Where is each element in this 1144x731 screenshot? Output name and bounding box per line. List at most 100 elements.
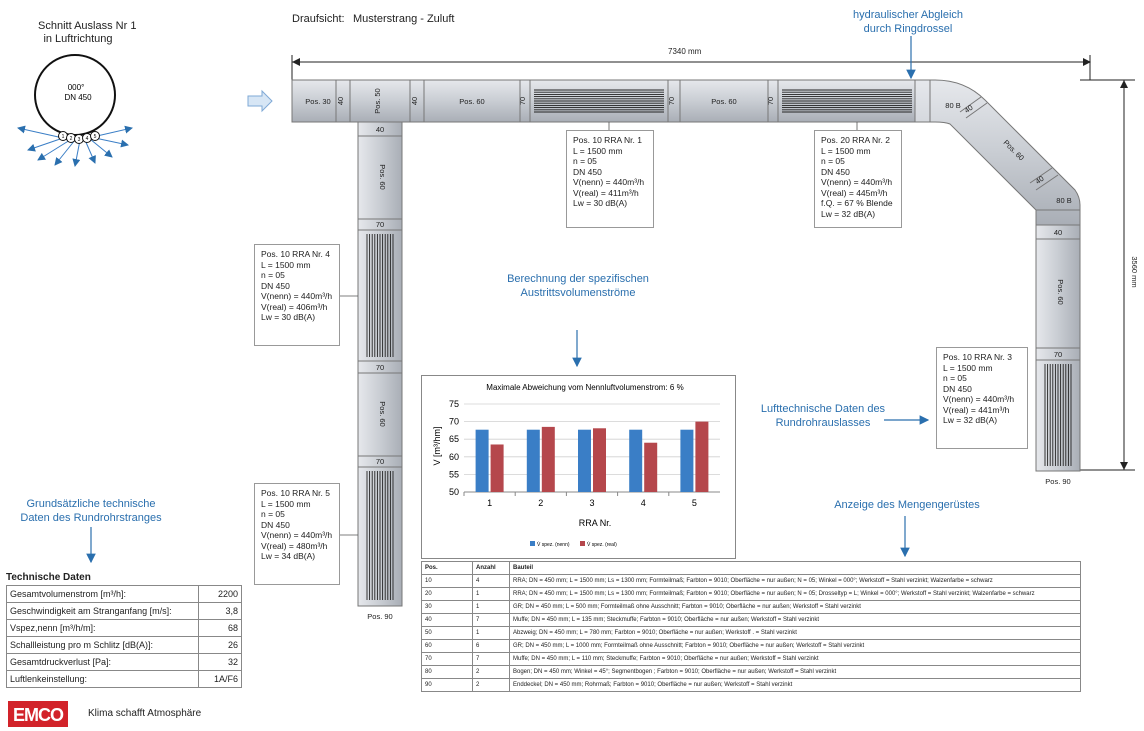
chart-ytick-label: 55	[449, 469, 459, 479]
technical-data-value: 32	[198, 653, 242, 671]
section-dn: DN 450	[64, 93, 92, 102]
technical-data-value: 26	[198, 636, 242, 654]
slot-bundle-rra5	[366, 471, 394, 600]
technical-data-label: Luftlenkeinstellung:	[6, 670, 199, 688]
info-line: V(real) = 480m³/h	[261, 540, 328, 551]
chart-title: Maximale Abweichung vom Nennluftvolumens…	[486, 383, 683, 392]
segment-label: 80 B	[945, 101, 960, 110]
parts-cell: 2	[472, 678, 510, 692]
segment-label: 70	[518, 97, 527, 105]
chart-bar	[593, 428, 606, 492]
chart-bar	[578, 429, 591, 492]
height-dimension-label: 3560 mm	[1130, 256, 1139, 287]
segment-label: 40	[376, 125, 384, 134]
info-line: L = 1500 mm	[943, 362, 993, 373]
hydraulic-note-line: durch Ringdrossel	[863, 23, 953, 35]
parts-cell: 50	[421, 626, 473, 640]
note-line: Rundrohrauslasses	[775, 417, 871, 429]
info-line: Pos. 10 RRA Nr. 3	[943, 352, 1012, 362]
segment-label: 40	[410, 97, 419, 105]
segment-label: Pos. 90	[1045, 477, 1070, 486]
info-line: V(nenn) = 440m³/h	[943, 394, 1015, 404]
parts-header: Pos.	[421, 561, 473, 575]
segment-label: 40	[1054, 228, 1062, 237]
parts-header: Bauteil	[509, 561, 1081, 575]
brand-slogan: Klima schafft Atmosphäre	[88, 708, 202, 719]
parts-cell: 1	[472, 587, 510, 601]
chart-xtick-label: 1	[487, 498, 492, 508]
mengen-note: Anzeige des Mengengerüstes	[834, 499, 980, 511]
parts-cell: Bogen; DN = 450 mm; Winkel = 45°; Segmen…	[509, 665, 1081, 679]
info-line: V(nenn) = 440m³/h	[261, 530, 333, 540]
parts-header: Anzahl	[472, 561, 510, 575]
strang-name: Musterstrang - Zuluft	[353, 13, 455, 25]
parts-cell: Enddeckel; DN = 450 mm; Rohrmaß; Farbton…	[509, 678, 1081, 692]
segment-label: 70	[1054, 350, 1062, 359]
chart-bar	[644, 442, 658, 492]
parts-cell: RRA; DN = 450 mm; L = 1500 mm; Ls = 1300…	[509, 587, 1081, 601]
info-line: DN 450	[573, 166, 602, 177]
segment-label: Pos. 30	[305, 97, 330, 106]
segment-label: 70	[376, 363, 384, 372]
technical-data-value: 3,8	[198, 602, 242, 620]
technical-data-row: Gesamtdruckverlust [Pa]:32	[6, 653, 242, 671]
legend-label: V̇ spez. (nenn)	[537, 541, 570, 548]
info-line: n = 05	[943, 373, 967, 383]
info-line: n = 05	[821, 156, 845, 166]
technical-data: Technische Daten Gesamtvolumenstrom [m³/…	[6, 572, 242, 688]
slot-bundle-rra3	[1044, 364, 1072, 466]
segment-label: Pos. 60	[459, 97, 484, 106]
legend-swatch	[530, 541, 535, 546]
segment-label: 70	[667, 97, 676, 105]
info-line: n = 05	[573, 156, 597, 166]
chart-xlabel: RRA Nr.	[579, 518, 612, 528]
segment-label: 70	[376, 220, 384, 229]
segment-label: 70	[376, 457, 384, 466]
deviation-chart-svg: Maximale Abweichung vom Nennluftvolumens…	[432, 383, 720, 548]
legend-swatch	[580, 541, 585, 546]
info-line: DN 450	[261, 519, 290, 530]
info-line: Pos. 10 RRA Nr. 1	[573, 135, 642, 145]
hydraulic-note-line: hydraulischer Abgleich	[852, 9, 964, 21]
info-line: V(real) = 411m³/h	[573, 187, 639, 198]
parts-cell: Muffe; DN = 450 mm; L = 135 mm; Steckmuf…	[509, 613, 1081, 627]
note-line: Lufttechnische Daten des	[760, 403, 886, 415]
parts-cell: 4	[472, 574, 510, 588]
info-line: V(nenn) = 440m³/h	[261, 291, 333, 301]
info-line: DN 450	[261, 280, 290, 291]
technical-data-row: Geschwindigkeit am Stranganfang [m/s]:3,…	[6, 602, 242, 620]
emco-logo: EMCO	[8, 701, 68, 727]
horizontal-duct: Pos. 30 40 Pos. 50 40 Pos. 60 70 70 Pos.…	[291, 79, 926, 123]
right-vertical-duct: 40 Pos. 60 70 Pos. 90	[1035, 224, 1081, 486]
svg-text:EMCO: EMCO	[13, 705, 64, 725]
chart-ytick-label: 65	[449, 434, 459, 444]
section-title-line: Schnitt Auslass Nr 1	[38, 20, 137, 32]
info-line: Lw = 32 dB(A)	[821, 208, 876, 219]
segment-label: Pos. 60	[1056, 279, 1065, 304]
parts-cell: 10	[421, 574, 473, 588]
slot-label: 4	[86, 136, 89, 142]
chart-bar	[490, 444, 504, 492]
chart-ytick-label: 75	[449, 399, 459, 409]
technical-data-label: Geschwindigkeit am Stranganfang [m/s]:	[6, 602, 199, 620]
info-line: V(nenn) = 440m³/h	[821, 177, 893, 187]
hydraulic-note: hydraulischer Abgleich durch Ringdrossel	[838, 8, 978, 36]
technical-data-value: 68	[198, 619, 242, 637]
chart-bar	[541, 426, 555, 492]
section-angle: 000°	[68, 83, 85, 92]
technical-data-label: Schallleistung pro m Schlitz [dB(A)]:	[6, 636, 199, 654]
parts-cell: 7	[472, 613, 510, 627]
technical-data-label: Gesamtvolumenstrom [m³/h]:	[6, 585, 199, 603]
parts-cell: 2	[472, 665, 510, 679]
info-line: Lw = 34 dB(A)	[261, 551, 316, 561]
note-line: Berechnung der spezifischen	[507, 273, 649, 285]
